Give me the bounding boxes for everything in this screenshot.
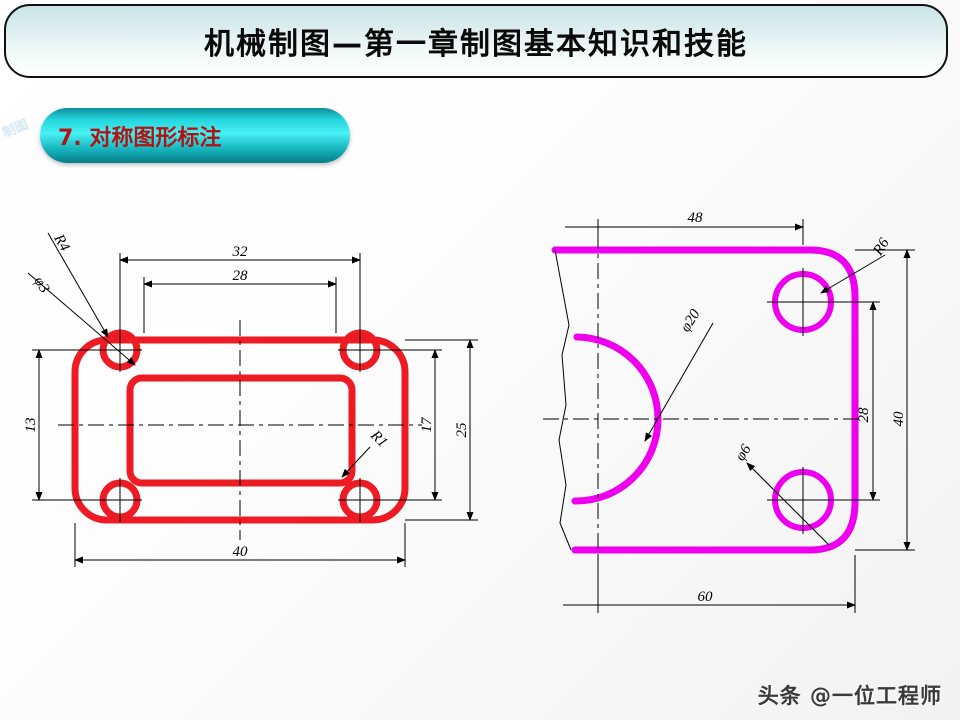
bracket-centrelines <box>543 233 865 583</box>
plate-inner-slot <box>126 374 356 487</box>
dim-phi20: φ20 <box>678 306 704 335</box>
dim-28: 28 <box>233 268 249 284</box>
bracket-dimension-lines <box>563 219 915 613</box>
footer-watermark: 头条 @一位工程师 <box>757 684 942 708</box>
symmetry-centrelines <box>58 320 422 540</box>
bracket-outer-contour <box>551 246 859 554</box>
break-line <box>554 249 572 551</box>
dim-25: 25 <box>454 422 470 438</box>
section-heading-label: 7. 对称图形标注 <box>58 125 222 151</box>
dim-28-right: 28 <box>856 407 872 423</box>
dim-R4: R4 <box>50 231 73 255</box>
dim-48: 48 <box>688 210 704 226</box>
dim-R6: R6 <box>870 235 893 259</box>
plate-outer-contour <box>71 336 409 524</box>
left-technical-drawing: 32 28 40 13 17 25 R4 φ3 R1 <box>23 231 478 567</box>
page-title: 机械制图—第一章制图基本知识和技能 <box>204 27 748 62</box>
dim-phi3: φ3 <box>31 274 53 296</box>
dim-phi6: φ6 <box>733 442 755 464</box>
dim-40: 40 <box>233 544 249 560</box>
section-heading-pill[interactable]: 7. 对称图形标注 <box>40 108 350 163</box>
dim-40-right: 40 <box>891 411 907 427</box>
dim-17: 17 <box>419 416 435 433</box>
dim-60: 60 <box>698 589 714 605</box>
right-technical-drawing: 48 60 28 40 R6 φ20 φ6 <box>543 210 915 613</box>
central-bore-arc <box>571 333 662 505</box>
dim-13: 13 <box>23 418 39 433</box>
dim-32: 32 <box>232 244 249 260</box>
slide-title-banner: 机械制图—第一章制图基本知识和技能 <box>4 4 948 78</box>
dimension-lines <box>27 232 478 567</box>
